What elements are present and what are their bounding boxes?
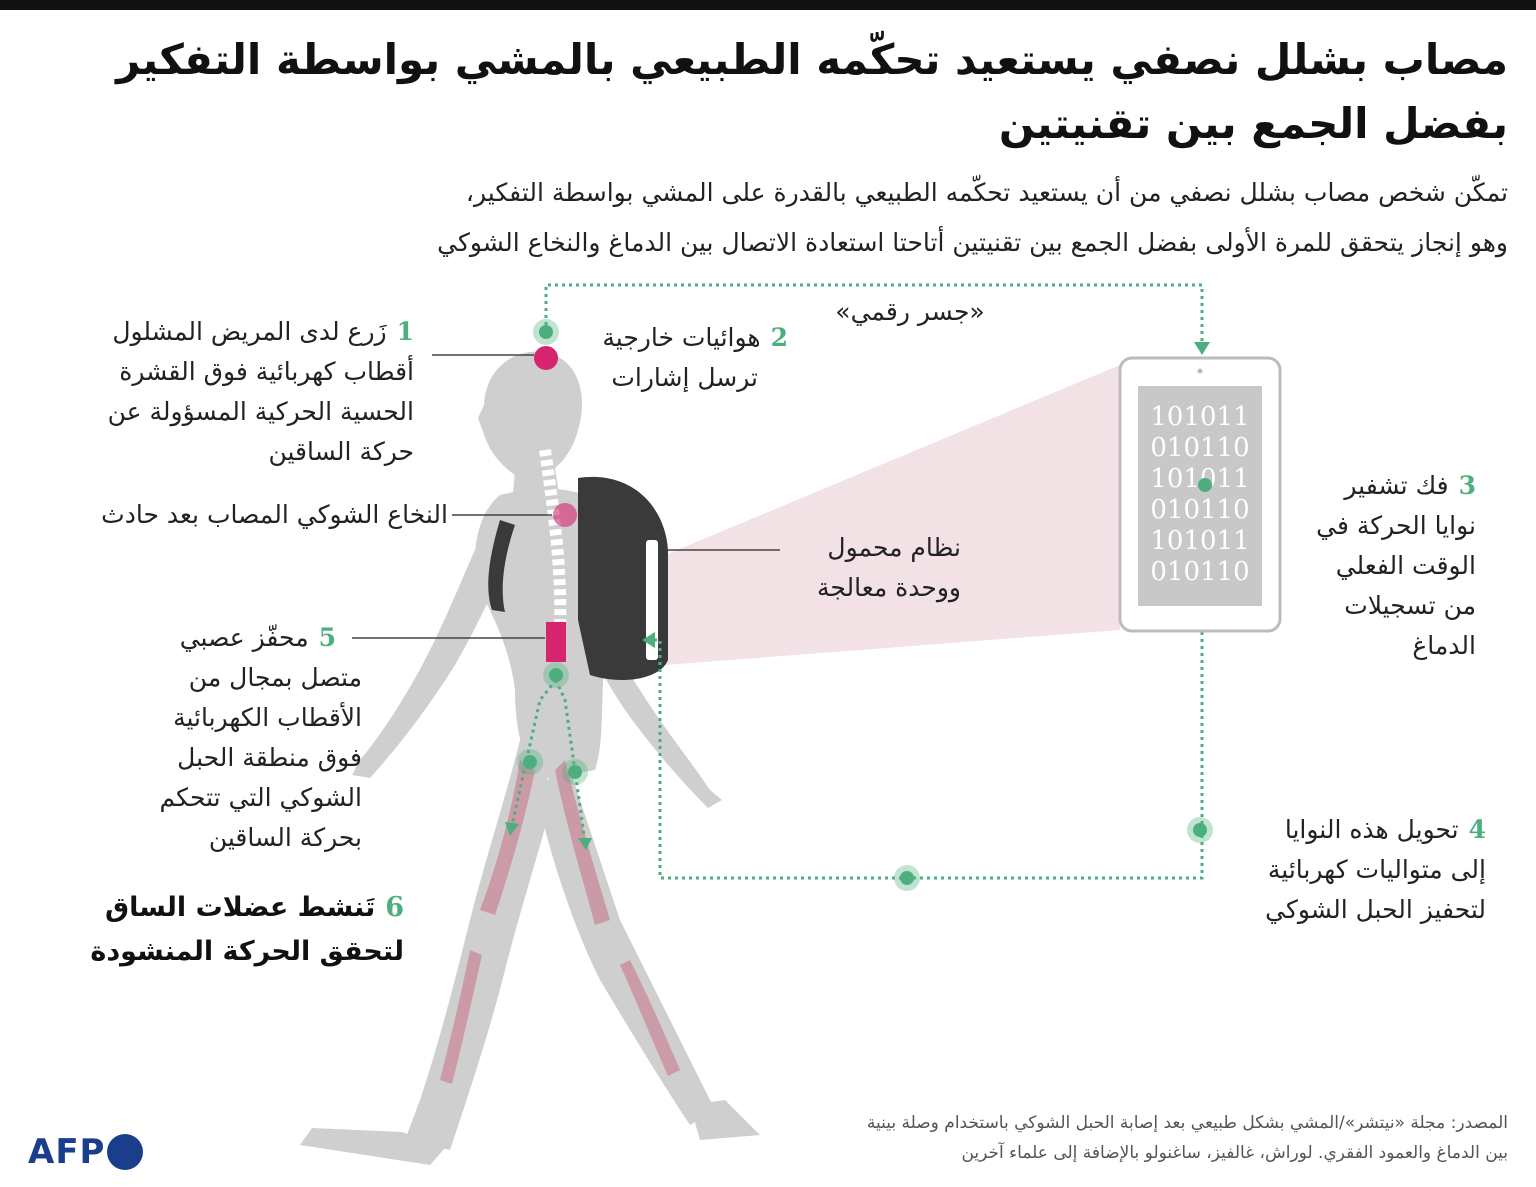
tablet-screen [1138, 386, 1262, 606]
subtitle-line-2: وهو إنجاز يتحقق للمرة الأولى بفضل الجمع … [437, 228, 1508, 257]
leader-lines [352, 354, 780, 639]
step-1-line: أقطاب كهربائية فوق القشرة [119, 357, 414, 386]
node-bottom [900, 871, 914, 885]
step-2-line: ترسل إشارات [611, 363, 758, 392]
node-stimulator [549, 668, 563, 682]
tablet-node [1198, 478, 1212, 492]
calf-muscle-front [620, 960, 680, 1076]
arrow-muscle-2 [578, 838, 592, 850]
node-antenna [539, 325, 553, 339]
arrow-left-backpack [642, 632, 655, 648]
step-3-line: الوقت الفعلي [1335, 551, 1476, 580]
step-3-line: نوايا الحركة في [1316, 511, 1476, 540]
step-3-number: 3 [1458, 471, 1476, 500]
step-3-line: من تسجيلات [1344, 591, 1476, 620]
portable-system-label: نظام محمول ووحدة معالجة [761, 528, 961, 608]
source-line-1: المصدر: مجلة «نيتشر»/المشي بشكل طبيعي بع… [866, 1113, 1508, 1133]
step-1-line: حركة الساقين [268, 437, 414, 466]
tablet: 101011 010110 101011 010110 101011 01011… [1118, 356, 1282, 633]
step-1-label: 1 زَرع لدى المريض المشلول أقطاب كهربائية … [34, 312, 414, 472]
portable-line: ووحدة معالجة [817, 573, 961, 602]
title-line-1: مصاب بشلل نصفي يستعيد تحكّمه الطبيعي بال… [116, 35, 1508, 84]
step-4-line: إلى متواليات كهربائية [1267, 855, 1486, 884]
page-title: مصاب بشلل نصفي يستعيد تحكّمه الطبيعي بال… [28, 28, 1508, 156]
tablet-camera [1197, 368, 1203, 374]
title-line-2: بفضل الجمع بين تقنيتين [998, 99, 1508, 148]
binary-line: 101011 [1150, 526, 1249, 556]
arrow-muscle-1 [505, 822, 519, 836]
afp-logo-text: AFP [28, 1132, 106, 1172]
step-1-number: 1 [396, 317, 414, 346]
step-2-number: 2 [770, 323, 788, 352]
step-3-label: 3 فك تشفير نوايا الحركة في الوقت الفعلي م… [1276, 466, 1476, 666]
back-foot [300, 1128, 445, 1165]
bridge-arrows [505, 342, 1210, 850]
step-6-line: لتحقق الحركة المنشودة [90, 936, 404, 967]
backpack [488, 476, 668, 680]
step-5-line: فوق منطقة الحبل [177, 743, 362, 772]
bridge-bottom [645, 632, 1204, 880]
spinal-injury-label: النخاع الشوكي المصاب بعد حادث [101, 500, 448, 529]
step-6-number: 6 [385, 892, 404, 923]
source-note: المصدر: مجلة «نيتشر»/المشي بشكل طبيعي بع… [748, 1108, 1508, 1168]
step-5-line: محفّز عصبي [179, 623, 309, 652]
bridge-label: «جسر رقمي» [835, 297, 985, 326]
step-3-line: الدماغ [1412, 631, 1476, 660]
bridge-top [544, 283, 1204, 350]
back-arm [352, 520, 505, 778]
step-5-line: الشوكي التي تتحكم [159, 783, 362, 812]
neurostimulator [546, 622, 566, 662]
projection-beam [665, 365, 1120, 665]
afp-logo-circle [107, 1134, 144, 1170]
step-4-line: تحويل هذه النوايا [1284, 815, 1459, 844]
step-6-label: 6 تَنشط عضلات الساق لتحقق الحركة المنشودة [24, 886, 404, 974]
binary-line: 010110 [1150, 495, 1249, 525]
binary-line: 010110 [1150, 433, 1249, 463]
top-bar [0, 0, 1536, 10]
step-2-line: هوائيات خارجية [602, 323, 761, 352]
step-5-number: 5 [318, 623, 336, 652]
backpack-panel [646, 540, 658, 660]
step-5-line: الأقطاب الكهربائية [173, 703, 362, 732]
step-4-number: 4 [1468, 815, 1486, 844]
signal-line-1 [510, 679, 558, 826]
step-2-label: 2 هوائيات خارجية ترسل إشارات [548, 318, 788, 398]
portable-line: نظام محمول [827, 533, 961, 562]
source-line-2: بين الدماغ والعمود الفقري. لوراش، غالفيز… [961, 1143, 1508, 1163]
subtitle-line-1: تمكّن شخص مصاب بشلل نصفي من أن يستعيد تح… [465, 178, 1508, 207]
backpack-strap [488, 520, 515, 612]
binary-line: 101011 [1150, 402, 1249, 432]
back-leg [405, 740, 555, 1150]
calf-muscle-back [440, 950, 482, 1084]
backpack-body [578, 476, 668, 680]
spinal-injury [553, 503, 577, 527]
thigh-muscle-back [480, 760, 535, 915]
node-convert [1193, 823, 1207, 837]
front-arm [560, 520, 722, 808]
subtitle: تمكّن شخص مصاب بشلل نصفي من أن يستعيد تح… [28, 168, 1508, 268]
step-6-line: تَنشط عضلات الساق [105, 892, 376, 923]
node-leg-2 [568, 765, 582, 779]
front-foot [690, 1100, 760, 1140]
afp-logo: AFP [28, 1132, 144, 1172]
signal-line-2 [554, 679, 587, 843]
step-1-line: الحسية الحركية المسؤولة عن [107, 397, 414, 426]
step-3-line: فك تشفير [1344, 471, 1449, 500]
head [478, 351, 582, 478]
step-5-label: 5 محفّز عصبي متصل بمجال من الأقطاب الكهرب… [36, 618, 362, 858]
brain-implant [534, 346, 558, 370]
step-5-line: بحركة الساقين [208, 823, 362, 852]
step-4-line: لتحفيز الحبل الشوكي [1265, 895, 1486, 924]
step-4-label: 4 تحويل هذه النوايا إلى متواليات كهربائية… [1196, 810, 1486, 930]
step-1-line: زَرع لدى المريض المشلول [112, 317, 387, 346]
arrow-down-tablet [1194, 342, 1210, 355]
node-leg-1 [523, 755, 537, 769]
binary-line: 010110 [1150, 557, 1249, 587]
step-5-line: متصل بمجال من [188, 663, 362, 692]
